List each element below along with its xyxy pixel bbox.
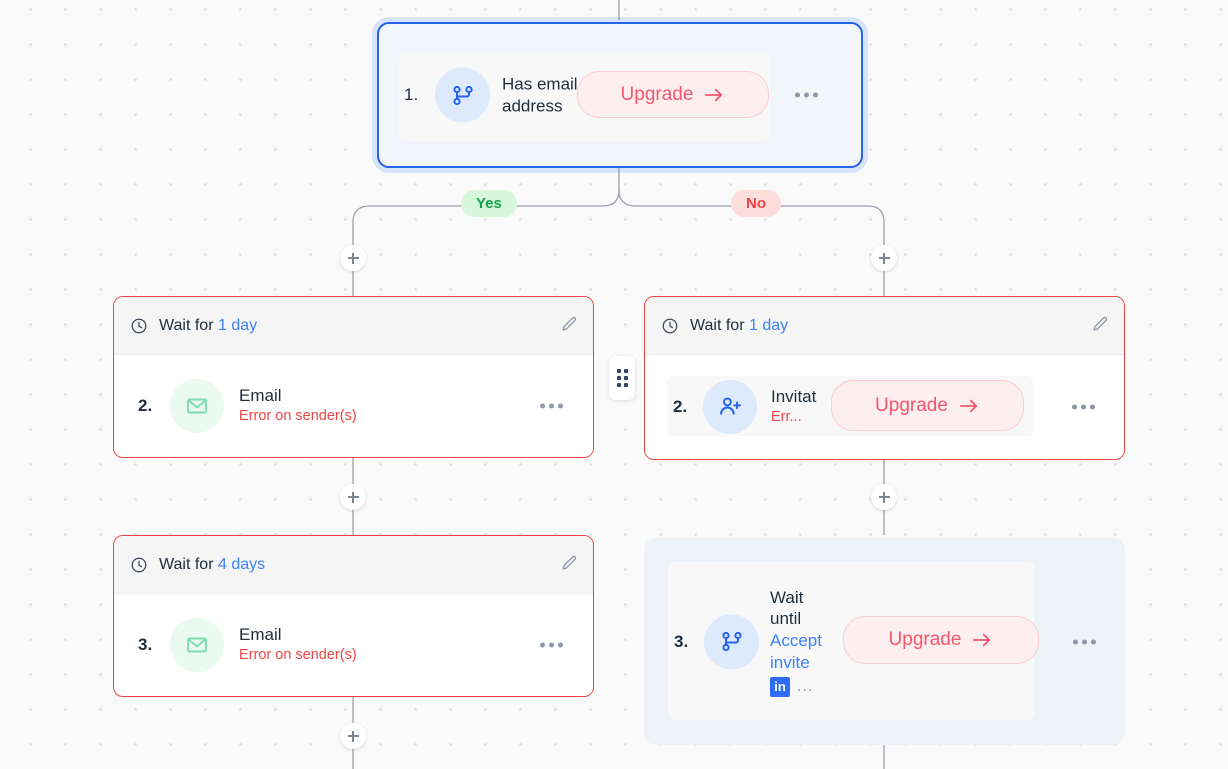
email-icon (170, 378, 224, 433)
branch-icon (704, 614, 759, 669)
pencil-icon[interactable] (560, 553, 579, 577)
email-icon (170, 617, 224, 672)
pencil-icon[interactable] (560, 314, 579, 338)
add-step-button-right-1[interactable] (871, 245, 897, 271)
wait-header: Wait for 1 day (114, 297, 593, 355)
add-step-button-left-1[interactable] (340, 245, 366, 271)
arrow-right-icon (973, 633, 991, 647)
wait-label: Wait for 4 days (159, 556, 265, 574)
clock-icon (662, 318, 678, 333)
node-more-menu[interactable] (795, 92, 818, 98)
add-step-button-left-3[interactable] (340, 723, 366, 749)
node-title-line-4: invite (770, 652, 810, 672)
node-title: Email (239, 624, 282, 644)
node-left-step-3[interactable]: Wait for 4 days 3. Email Error on sender… (113, 535, 594, 697)
wait-header: Wait for 4 days (114, 536, 593, 594)
add-step-button-left-2[interactable] (340, 484, 366, 510)
node-right-step-3[interactable]: 3. Wait until Accept invite in... Upgrad… (644, 538, 1125, 745)
branch-icon (435, 67, 490, 123)
node-error-text: Err... (771, 409, 802, 426)
wait-value: 4 days (217, 555, 266, 573)
step-number: 2. (673, 396, 688, 416)
step-number: 1. (404, 85, 419, 104)
node-title: Invitat (771, 386, 817, 406)
wait-label: Wait for 1 day (159, 317, 257, 335)
upgrade-label: Upgrade (875, 394, 948, 416)
person-add-icon (703, 379, 757, 434)
wait-body: 2. Email Error on sender(s) (114, 355, 593, 456)
node-more-menu[interactable] (540, 642, 563, 647)
wait-body: 3. Email Error on sender(s) (114, 594, 593, 695)
node-more-menu[interactable] (540, 403, 563, 408)
step-number: 3. (674, 631, 689, 651)
drag-handle-icon[interactable] (609, 356, 635, 400)
upgrade-button[interactable]: Upgrade (577, 71, 769, 118)
node-right-step-2[interactable]: Wait for 1 day 2. Invitat Err.. (644, 296, 1125, 460)
node-title: Email (239, 385, 282, 405)
node-more-menu[interactable] (1072, 404, 1095, 409)
node-left-step-2[interactable]: Wait for 1 day 2. Email Error on sender(… (113, 296, 594, 458)
upgrade-label: Upgrade (620, 83, 694, 105)
arrow-right-icon (959, 399, 978, 412)
wait-label: Wait for 1 day (690, 317, 788, 335)
wait-value: 1 day (748, 316, 789, 334)
upgrade-button[interactable]: Upgrade (843, 616, 1039, 664)
node-title-line-3: Accept (770, 631, 822, 650)
clock-icon (131, 557, 147, 572)
node-title-line-2: until (770, 609, 802, 629)
wait-prefix: Wait for (159, 316, 214, 334)
wait-prefix: Wait for (690, 316, 745, 334)
clock-icon (131, 318, 147, 333)
node-error-text: Error on sender(s) (239, 647, 357, 664)
step-number: 3. (138, 634, 153, 654)
wait-prefix: Wait for (159, 555, 214, 573)
linkedin-icon: in (770, 676, 790, 697)
node-error-text: Error on sender(s) (239, 408, 357, 425)
arrow-right-icon (705, 88, 723, 101)
wait-body: 2. Invitat Err... Upgrade (645, 355, 1124, 458)
drag-dots (616, 369, 628, 387)
wait-header: Wait for 1 day (645, 297, 1124, 355)
upgrade-label: Upgrade (888, 629, 962, 650)
node-title: Has email address (502, 74, 578, 115)
node-more-menu[interactable] (1073, 639, 1096, 644)
wait-value: 1 day (217, 316, 258, 334)
node-title-line-1: Wait (770, 587, 804, 607)
branch-label-yes: Yes (461, 190, 517, 217)
upgrade-button[interactable]: Upgrade (831, 380, 1024, 431)
node-condition-has-email[interactable]: 1. Has email address Upgrade (377, 22, 863, 168)
step-number: 2. (138, 395, 153, 415)
add-step-button-right-2[interactable] (871, 484, 897, 510)
branch-label-no: No (731, 190, 781, 217)
truncation-ellipsis: ... (797, 677, 814, 695)
pencil-icon[interactable] (1091, 314, 1110, 338)
node-title-line-5: in... (770, 676, 862, 697)
